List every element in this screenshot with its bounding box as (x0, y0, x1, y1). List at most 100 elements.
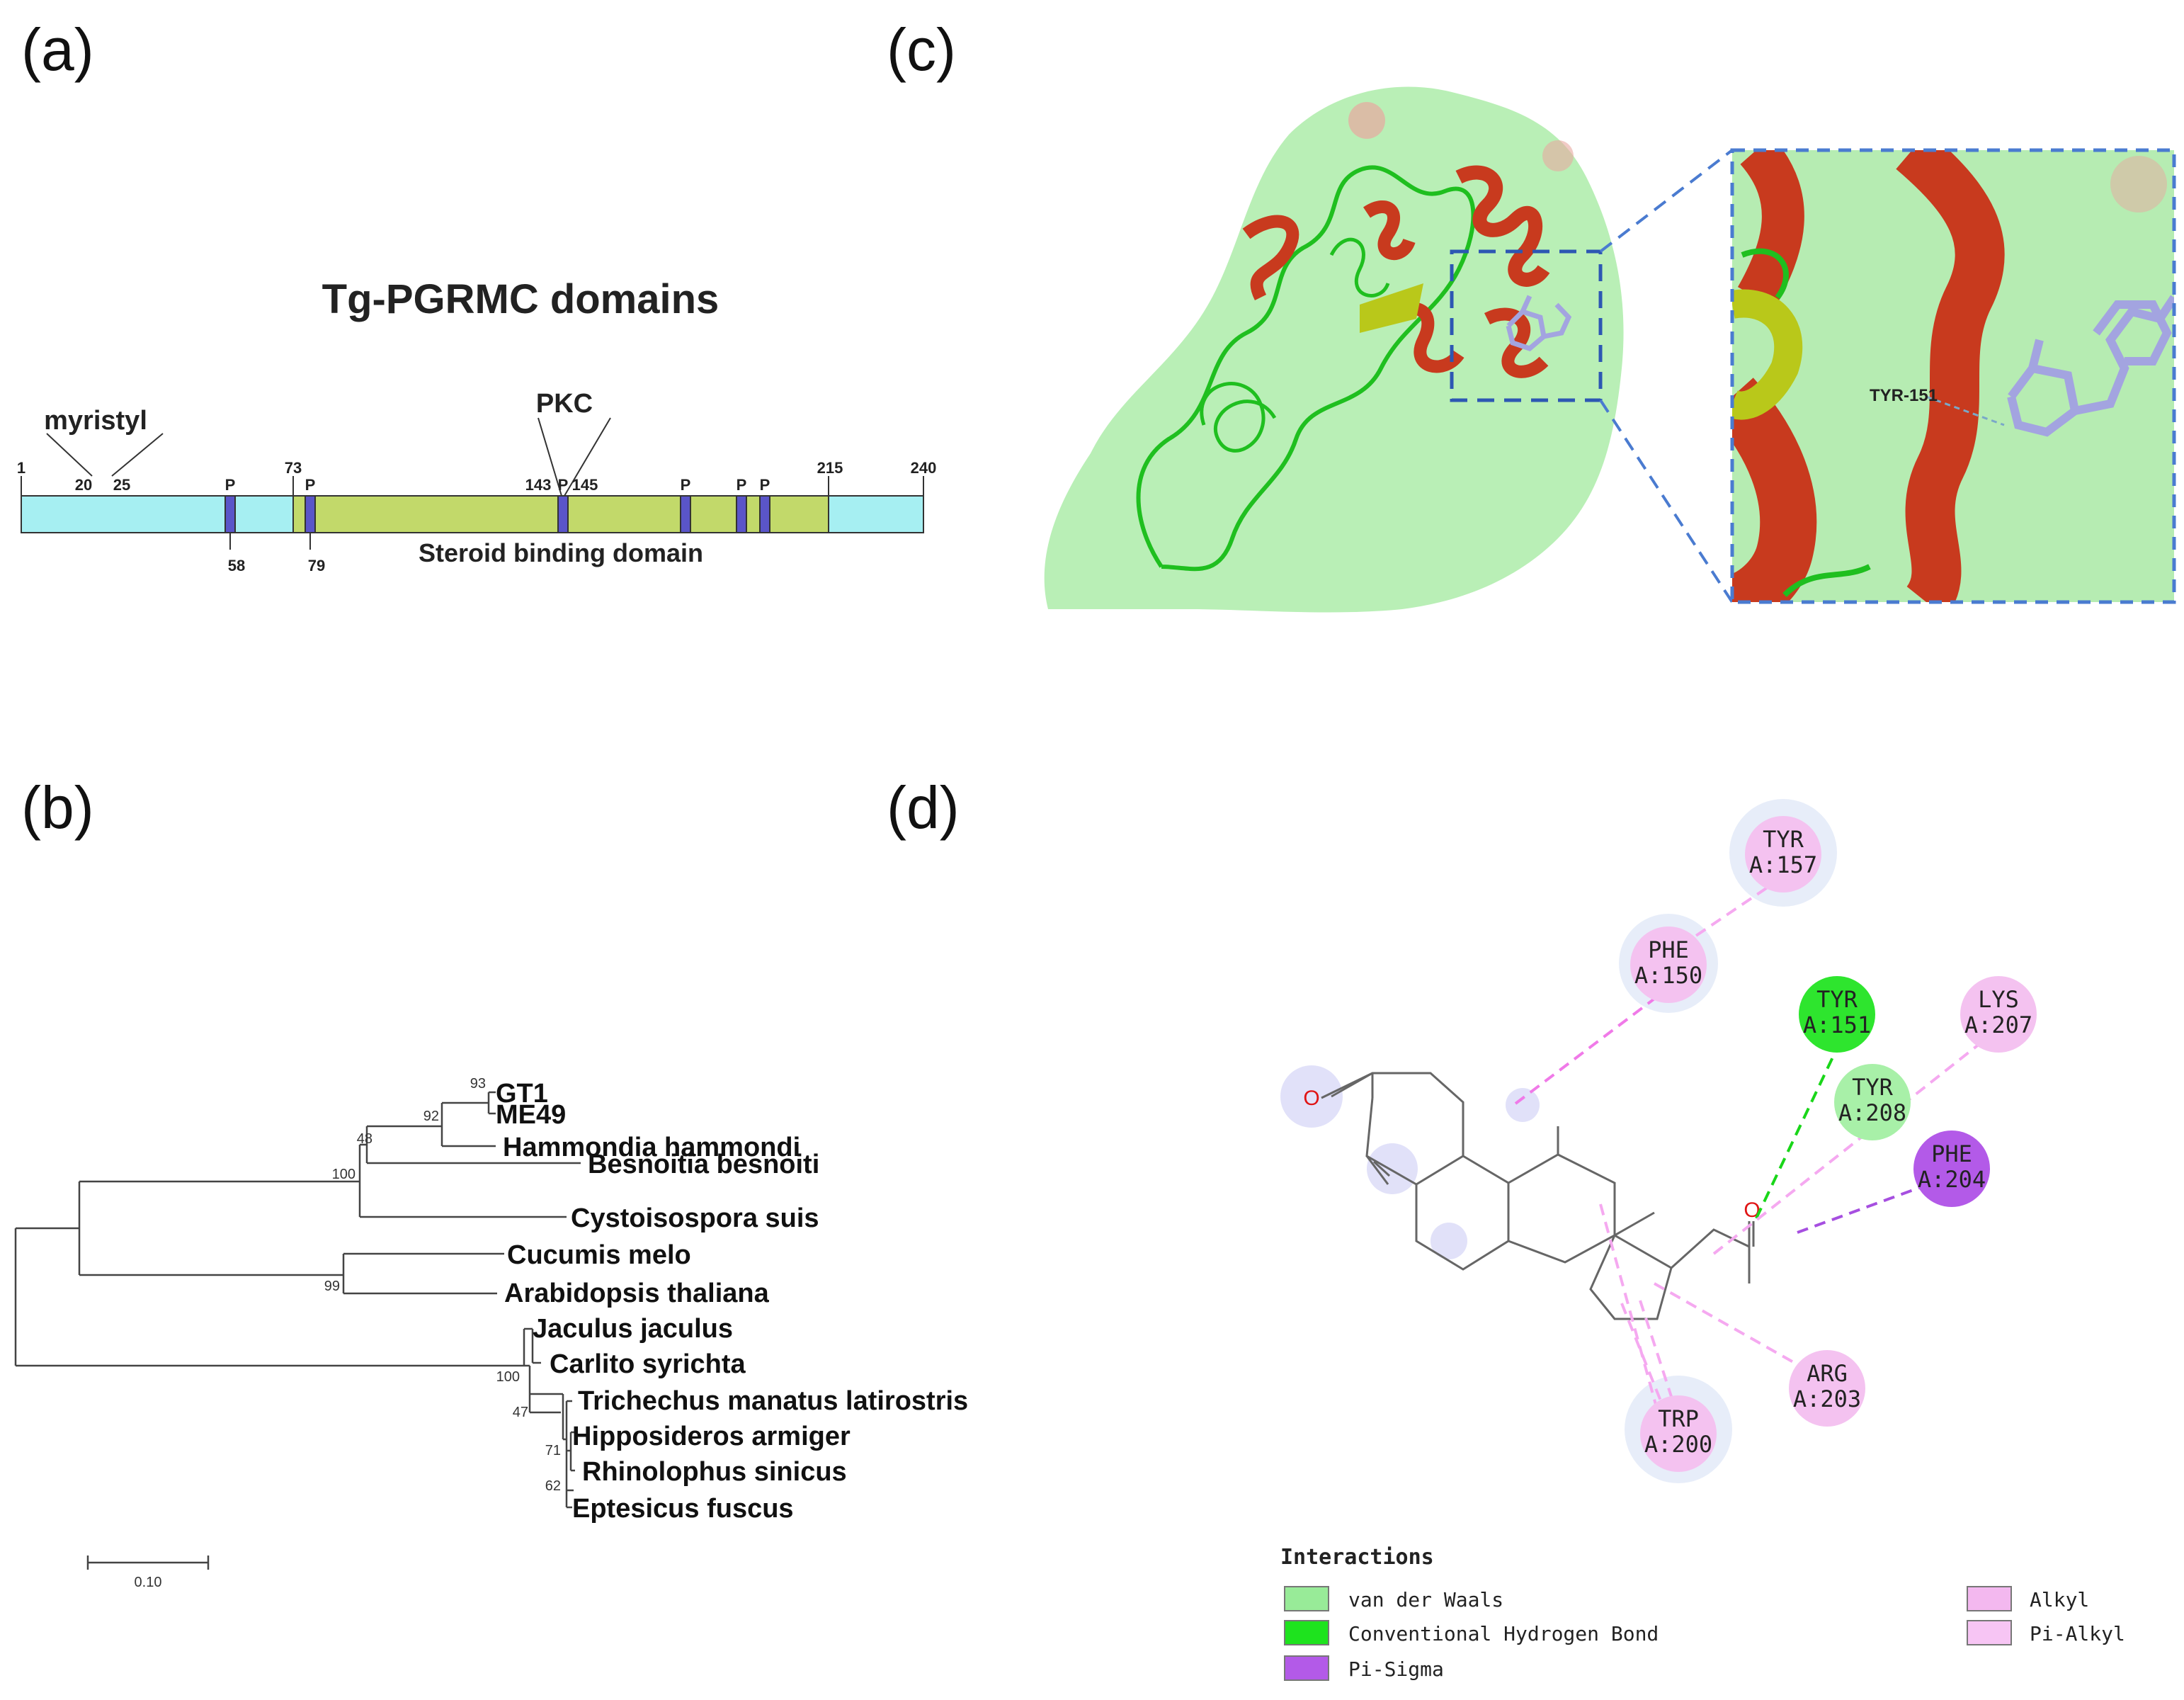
residue-label: TYR-151 (1870, 386, 1938, 405)
tick-label: 145 (572, 476, 598, 494)
residue-id: A:151 (1803, 1012, 1871, 1038)
tick-label: 215 (817, 459, 843, 477)
legend-swatch (1967, 1620, 2012, 1645)
residue-node (1834, 1064, 1911, 1140)
taxon-label: GT1 (496, 1079, 548, 1109)
taxon-label: Rhinolophus sinicus (582, 1457, 847, 1487)
tick-label: 73 (285, 459, 302, 477)
bootstrap-value: 48 (357, 1131, 372, 1147)
p-label: P (736, 476, 747, 494)
bootstrap-value: 47 (513, 1405, 528, 1420)
tick-label: 25 (113, 476, 130, 494)
residue-name: TYR (1852, 1074, 1894, 1101)
panel-label-c: (c) (887, 16, 956, 83)
residue-name: PHE (1648, 936, 1689, 963)
legend-swatch (1284, 1655, 1329, 1681)
legend-swatch (1284, 1586, 1329, 1611)
residue-id: A:203 (1793, 1386, 1861, 1412)
taxon-label: Hipposideros armiger (572, 1422, 851, 1451)
c-terminal-region (828, 495, 924, 533)
oxygen-atom: O (1303, 1087, 1319, 1110)
residue-id: A:207 (1964, 1012, 2032, 1038)
taxon-label: Carlito syrichta (550, 1349, 746, 1379)
bootstrap-value: 92 (423, 1109, 439, 1124)
residue-node (1789, 1350, 1865, 1427)
legend-swatch (1284, 1620, 1329, 1645)
residue-id: A:208 (1838, 1099, 1906, 1126)
legend-label: Conventional Hydrogen Bond (1348, 1622, 1659, 1645)
legend-label: Pi-Alkyl (2030, 1622, 2125, 1645)
legend-label: Alkyl (2030, 1588, 2089, 1611)
residue-name: ARG (1807, 1360, 1848, 1387)
p-site (305, 495, 316, 533)
steroid-domain-label: Steroid binding domain (419, 538, 703, 567)
p-site (557, 495, 569, 533)
residue-node (1799, 976, 1875, 1053)
residue-id: A:204 (1918, 1166, 1986, 1193)
interaction-legend: Interactions van der Waals Conventional … (1280, 1545, 2125, 1681)
p-label: P (760, 476, 770, 494)
myristyl-label: myristyl (44, 406, 147, 436)
pkc-label: PKC (536, 389, 593, 419)
residue-name: TRP (1658, 1405, 1699, 1432)
taxon-label: Trichechus manatus latirostris (578, 1386, 968, 1416)
residue-name: TYR (1816, 986, 1858, 1013)
legend-title: Interactions (1280, 1545, 1434, 1570)
taxon-label: Cystoisospora suis (571, 1203, 819, 1233)
residue-id: A:157 (1749, 851, 1817, 878)
residue-name: TYR (1763, 826, 1804, 853)
n-terminal-region (21, 495, 294, 533)
p-label: P (681, 476, 691, 494)
tick-label: 240 (911, 459, 937, 477)
bootstrap-value: 100 (332, 1167, 356, 1182)
residue-node (1913, 1130, 1990, 1207)
residue-name: PHE (1931, 1140, 1972, 1167)
taxon-label: ME49 (496, 1100, 566, 1130)
protein-structure-zoom: TYR-151 (1730, 148, 2176, 604)
panel-label-a: (a) (21, 16, 94, 83)
taxon-label: Hammondia hammondi (503, 1133, 800, 1162)
p-label: P (225, 476, 236, 494)
bootstrap-value: 100 (496, 1369, 520, 1385)
panel-label-b: (b) (21, 774, 94, 841)
bootstrap-value: 99 (324, 1279, 340, 1294)
p-site (224, 495, 236, 533)
residue-node (1640, 1395, 1717, 1472)
legend-label: Pi-Sigma (1348, 1658, 1444, 1681)
residue-node (1630, 926, 1707, 1003)
tick-label: 79 (308, 557, 325, 574)
taxon-label: Besnoitia besnoiti (588, 1150, 819, 1179)
residue-node (1960, 976, 2037, 1053)
domain-diagram: Tg-PGRMC domains P P P P P P (17, 276, 936, 574)
residue-name: LYS (1978, 986, 2019, 1013)
taxon-label: Jaculus jaculus (533, 1314, 733, 1344)
p-site (759, 495, 770, 533)
taxon-label: Arabidopsis thaliana (504, 1279, 770, 1308)
bootstrap-value: 62 (545, 1478, 561, 1494)
taxon-label: Eptesicus fuscus (572, 1494, 794, 1524)
interaction-diagram: O O TYR A:157 PHE A:150 TYR A:151 (1280, 799, 2125, 1681)
p-label: P (305, 476, 316, 494)
tick-label: 1 (17, 459, 25, 477)
residue-id: A:200 (1644, 1431, 1712, 1458)
legend-swatch (1967, 1586, 2012, 1611)
protein-structure-overview (1044, 86, 1734, 613)
tick-label: 20 (75, 476, 92, 494)
p-label: P (558, 476, 569, 494)
ligand-skeleton (1321, 1072, 1755, 1320)
residue-id: A:150 (1634, 962, 1702, 989)
residue-node (1745, 816, 1821, 892)
p-site (736, 495, 747, 533)
taxon-label: Cucumis melo (507, 1240, 691, 1270)
zoom-box (1450, 249, 1603, 402)
bootstrap-value: 71 (545, 1443, 561, 1458)
phylogenetic-tree (14, 1091, 581, 1570)
p-site (680, 495, 691, 533)
scale-bar-label: 0.10 (135, 1575, 162, 1590)
tick-label: 58 (228, 557, 245, 574)
domain-title: Tg-PGRMC domains (322, 276, 720, 322)
tick-label: 143 (525, 476, 552, 494)
panel-label-d: (d) (887, 774, 960, 841)
bootstrap-value: 93 (470, 1076, 486, 1092)
